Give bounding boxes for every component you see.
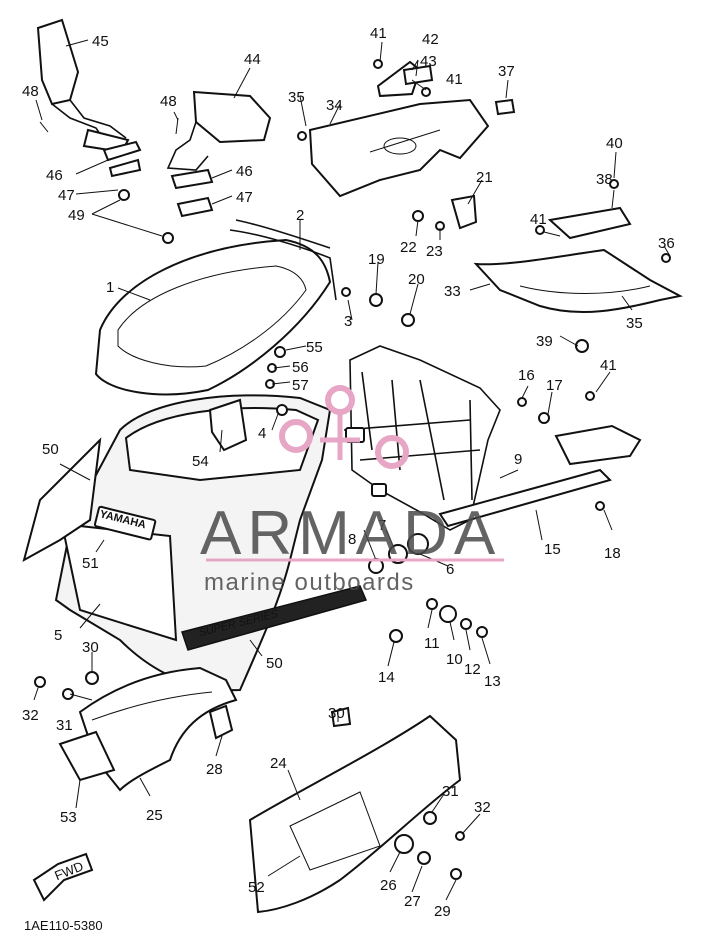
armada-watermark: ARMADA marine outboards [200, 385, 504, 596]
callout-30-a: 30 [82, 639, 99, 656]
callout-48-b: 48 [160, 93, 177, 110]
svg-text:FWD: FWD [52, 858, 85, 883]
callout-28: 28 [206, 761, 223, 778]
callout-22: 22 [400, 239, 417, 256]
callout-12: 12 [464, 661, 481, 678]
callout-46-b: 46 [236, 163, 253, 180]
callout-30-b: 30 [328, 705, 345, 722]
callout-39: 39 [536, 333, 553, 350]
meter-bracket [208, 346, 288, 452]
callout-1: 1 [106, 279, 114, 296]
callout-24: 24 [270, 755, 287, 772]
leader-lines [33, 39, 671, 901]
left-mirror [36, 18, 130, 154]
callout-47-b: 47 [236, 189, 253, 206]
under-cowl-left [58, 666, 238, 792]
callout-27: 27 [404, 893, 421, 910]
callout-19: 19 [368, 251, 385, 268]
callout-54: 54 [192, 453, 209, 470]
watermark-tagline: marine outboards [204, 569, 415, 596]
callout-41-d: 41 [600, 357, 617, 374]
callout-47-a: 47 [58, 187, 75, 204]
callout-51: 51 [82, 555, 99, 572]
under-cowl-right [248, 706, 462, 914]
callout-10: 10 [446, 651, 463, 668]
callout-20: 20 [408, 271, 425, 288]
callout-26: 26 [380, 877, 397, 894]
callout-42: 42 [422, 31, 439, 48]
callout-40: 40 [606, 135, 623, 152]
callout-23: 23 [426, 243, 443, 260]
callout-32-a: 32 [22, 707, 39, 724]
callout-33: 33 [444, 283, 461, 300]
callout-41-b: 41 [446, 71, 463, 88]
callout-57: 57 [292, 377, 309, 394]
callout-43: 43 [420, 53, 437, 70]
callout-31-a: 31 [56, 717, 73, 734]
armada-logo-icon [279, 385, 409, 469]
upper-fairing [22, 394, 368, 692]
callout-35-b: 35 [626, 315, 643, 332]
fwd-arrow-icon: FWD [32, 852, 94, 902]
windscreen [94, 238, 332, 396]
callout-36: 36 [658, 235, 675, 252]
callout-3: 3 [344, 313, 352, 330]
callout-44: 44 [244, 51, 261, 68]
callout-16: 16 [518, 367, 535, 384]
callout-50-b: 50 [266, 655, 283, 672]
callout-45: 45 [92, 33, 109, 50]
mounting-arm [438, 424, 642, 528]
lower-fasteners [34, 671, 465, 880]
right-mirror [166, 90, 272, 171]
callout-41-c: 41 [530, 211, 547, 228]
callout-8: 8 [348, 531, 356, 548]
watermark-name: ARMADA [200, 499, 501, 568]
callout-18: 18 [604, 545, 621, 562]
callout-17: 17 [546, 377, 563, 394]
callout-34: 34 [326, 97, 343, 114]
inner-panel-upper [308, 98, 490, 198]
callout-41-a: 41 [370, 25, 387, 42]
callout-50-a: 50 [42, 441, 59, 458]
callout-7: 7 [378, 517, 386, 534]
callout-2: 2 [296, 207, 304, 224]
windscreen-trim [229, 219, 337, 301]
callout-13: 13 [484, 673, 501, 690]
inner-panel-lower [473, 248, 683, 313]
callout-53: 53 [60, 809, 77, 826]
small-brackets [376, 60, 632, 240]
callout-5: 5 [54, 627, 62, 644]
mirror-gaskets [39, 117, 214, 244]
callout-32-b: 32 [474, 799, 491, 816]
callout-49: 49 [68, 207, 85, 224]
callout-56: 56 [292, 359, 309, 376]
part-code: 1AE110-5380 [24, 918, 103, 933]
callout-46-a: 46 [46, 167, 63, 184]
callout-55: 55 [306, 339, 323, 356]
callout-21: 21 [476, 169, 493, 186]
callout-37: 37 [498, 63, 515, 80]
callout-11: 11 [424, 635, 440, 652]
callout-labels: 1 2 3 4 5 6 7 8 9 10 11 12 13 14 15 16 1… [22, 25, 675, 920]
callout-4: 4 [258, 425, 266, 442]
callout-52: 52 [248, 879, 265, 896]
callout-9: 9 [514, 451, 522, 468]
callout-35-a: 35 [288, 89, 305, 106]
callout-29: 29 [434, 903, 451, 920]
callout-48-a: 48 [22, 83, 39, 100]
callout-38: 38 [596, 171, 613, 188]
callout-31-b: 31 [442, 783, 459, 800]
callout-6: 6 [446, 561, 454, 578]
callout-14: 14 [378, 669, 395, 686]
callout-15: 15 [544, 541, 561, 558]
callout-25: 25 [146, 807, 163, 824]
